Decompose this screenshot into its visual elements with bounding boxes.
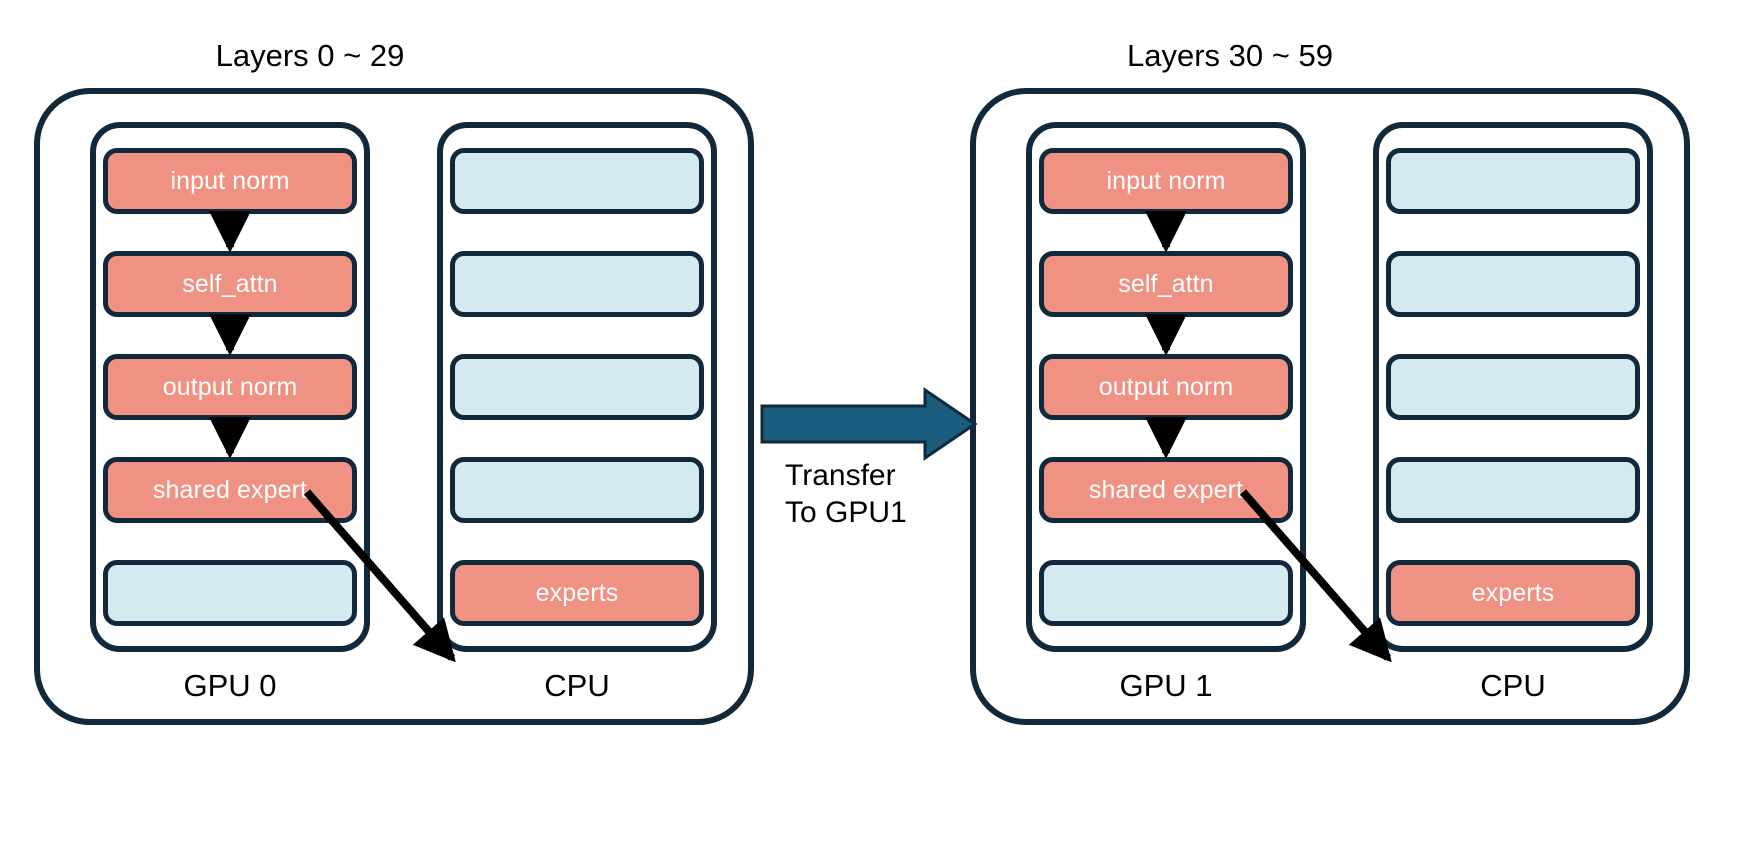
- gpu0-block-self-attn[interactable]: self_attn: [103, 251, 357, 317]
- gpu1-block-output-norm[interactable]: output norm: [1039, 354, 1293, 420]
- gpu0-block-label: shared expert: [152, 475, 308, 504]
- gpu0-block-label: output norm: [162, 372, 298, 401]
- transfer-label-line2: To GPU1: [785, 495, 907, 529]
- transfer-label: Transfer To GPU1: [785, 458, 907, 531]
- gpu0-block-label: self_attn: [182, 269, 278, 298]
- gpu0-block-input-norm[interactable]: input norm: [103, 148, 357, 214]
- cpu1-block-2[interactable]: [1386, 251, 1640, 317]
- cpu1-block-4[interactable]: [1386, 457, 1640, 523]
- panel-right-title: Layers 30 ~ 59: [1127, 38, 1333, 73]
- gpu0-block-shared-expert[interactable]: shared expert: [103, 457, 357, 523]
- cpu0-block-1[interactable]: [450, 148, 704, 214]
- cpu0-block-experts[interactable]: experts: [450, 560, 704, 626]
- gpu1-block-label: shared expert: [1088, 475, 1244, 504]
- cpu1-block-3[interactable]: [1386, 354, 1640, 420]
- gpu1-block-shared-expert[interactable]: shared expert: [1039, 457, 1293, 523]
- cpu1-block-label: experts: [1471, 578, 1555, 607]
- cpu0-block-4[interactable]: [450, 457, 704, 523]
- gpu1-caption: GPU 1: [1119, 668, 1213, 703]
- gpu0-block-empty[interactable]: [103, 560, 357, 626]
- gpu1-block-empty[interactable]: [1039, 560, 1293, 626]
- cpu0-block-3[interactable]: [450, 354, 704, 420]
- gpu1-block-input-norm[interactable]: input norm: [1039, 148, 1293, 214]
- gpu1-block-label: self_attn: [1118, 269, 1214, 298]
- gpu1-block-label: output norm: [1098, 372, 1234, 401]
- cpu1-block-1[interactable]: [1386, 148, 1640, 214]
- gpu1-block-self-attn[interactable]: self_attn: [1039, 251, 1293, 317]
- transfer-label-line1: Transfer: [785, 459, 896, 492]
- transfer-arrow: [760, 387, 978, 461]
- gpu0-block-label: input norm: [170, 166, 290, 195]
- cpu1-caption: CPU: [1480, 668, 1546, 703]
- gpu0-block-output-norm[interactable]: output norm: [103, 354, 357, 420]
- gpu1-block-label: input norm: [1106, 166, 1226, 195]
- panel-left-title: Layers 0 ~ 29: [215, 38, 405, 73]
- cpu0-block-label: experts: [535, 578, 619, 607]
- cpu0-caption: CPU: [544, 668, 610, 703]
- cpu1-block-experts[interactable]: experts: [1386, 560, 1640, 626]
- gpu0-caption: GPU 0: [183, 668, 277, 703]
- cpu0-block-2[interactable]: [450, 251, 704, 317]
